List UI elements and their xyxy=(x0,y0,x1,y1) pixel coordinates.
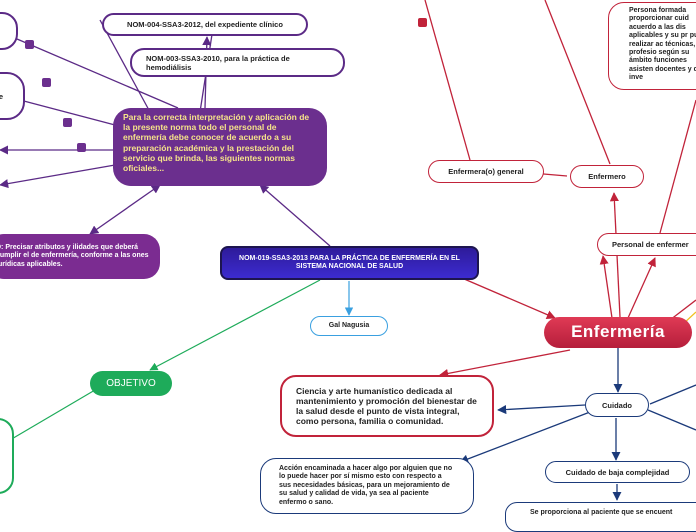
ciencia-node[interactable]: Ciencia y arte humanístico dedicada al m… xyxy=(280,375,494,437)
nom003-text: NOM-003-SSA3-2010, para la práctica de h… xyxy=(146,53,290,72)
cuidado-node[interactable]: Cuidado xyxy=(585,393,649,417)
objetivo-desc-text: D: Precisar atributos y ilidades que deb… xyxy=(0,243,149,268)
aplicacion-text: Para la correcta interpretación y aplica… xyxy=(123,112,310,173)
persona-formada-text: Persona formada proporcionar cuid acuerd… xyxy=(629,7,696,82)
central-topic[interactable]: NOM-019-SSA3-2013 PARA LA PRÁCTICA DE EN… xyxy=(220,246,479,280)
gal-nagusia-node[interactable]: Gal Nagusia xyxy=(310,316,388,336)
partial-node-left[interactable]: e xyxy=(0,72,25,120)
enfermeria-text: Enfermería xyxy=(571,322,665,342)
baja-complejidad-text: Cuidado de baja complejidad xyxy=(565,467,670,477)
proporciona-node[interactable]: Se proporciona al paciente que se encuen… xyxy=(505,502,696,532)
link-marker xyxy=(77,143,86,152)
proporciona-text: Se proporciona al paciente que se encuen… xyxy=(530,509,673,516)
gal-nagusia-text: Gal Nagusia xyxy=(328,321,370,329)
baja-complejidad-node[interactable]: Cuidado de baja complejidad xyxy=(545,461,690,483)
enfermeria-node[interactable]: Enfermería xyxy=(544,317,692,348)
objetivo-desc-node[interactable]: D: Precisar atributos y ilidades que deb… xyxy=(0,234,160,279)
objetivo-child-node[interactable] xyxy=(0,418,14,494)
objetivo-text: OBJETIVO xyxy=(106,377,156,389)
link-marker xyxy=(25,40,34,49)
link-marker xyxy=(418,18,427,27)
personal-node[interactable]: Personal de enfermer xyxy=(597,233,696,256)
persona-formada-node[interactable]: Persona formada proporcionar cuid acuerd… xyxy=(608,2,696,90)
cuidado-text: Cuidado xyxy=(602,400,632,410)
partial-node-left-text: e xyxy=(0,92,3,101)
accion-text: Acción encaminada a hacer algo por algui… xyxy=(279,465,453,506)
link-marker xyxy=(63,118,72,127)
nom004-text: NOM-004-SSA3-2012, del expediente clínic… xyxy=(127,20,283,29)
enfermera-general-text: Enfermera(o) general xyxy=(448,167,524,176)
nom004-node[interactable]: NOM-004-SSA3-2012, del expediente clínic… xyxy=(102,13,308,36)
enfermera-general-node[interactable]: Enfermera(o) general xyxy=(428,160,544,183)
enfermero-text: Enfermero xyxy=(588,172,626,181)
ciencia-text: Ciencia y arte humanístico dedicada al m… xyxy=(296,385,477,427)
enfermero-node[interactable]: Enfermero xyxy=(570,165,644,188)
accion-node[interactable]: Acción encaminada a hacer algo por algui… xyxy=(260,458,474,514)
central-topic-text: NOM-019-SSA3-2013 PARA LA PRÁCTICA DE EN… xyxy=(239,254,460,270)
link-marker xyxy=(42,78,51,87)
personal-text: Personal de enfermer xyxy=(612,240,689,249)
nom003-node[interactable]: NOM-003-SSA3-2010, para la práctica de h… xyxy=(130,48,345,77)
aplicacion-node[interactable]: Para la correcta interpretación y aplica… xyxy=(113,108,327,186)
objetivo-node[interactable]: OBJETIVO xyxy=(90,371,172,396)
